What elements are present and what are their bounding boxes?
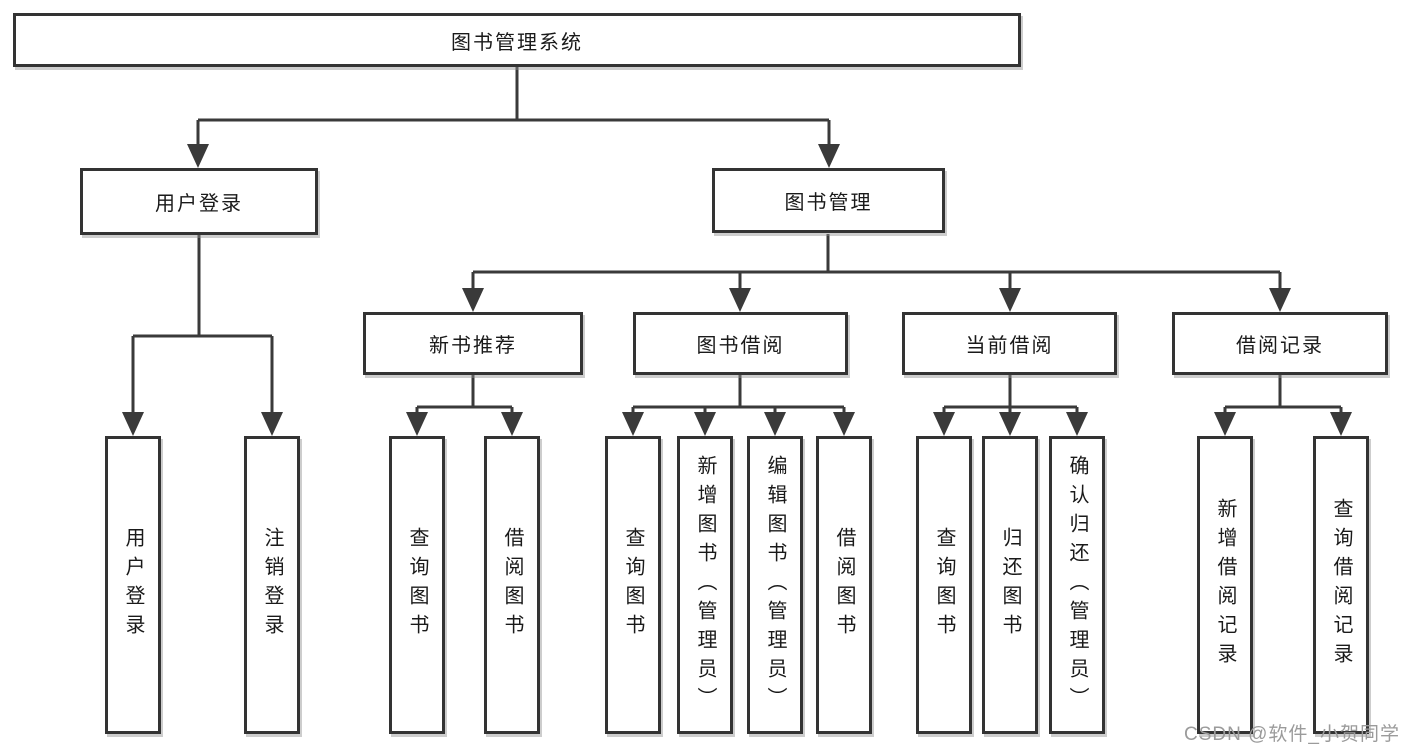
node-library-management-system: 图书管理系统 xyxy=(13,13,1021,67)
node-book-management-module: 图书管理 xyxy=(712,168,945,233)
node-login-logout: 注销登录 xyxy=(244,436,300,734)
node-label: 查询图书 xyxy=(622,527,644,643)
node-current-return-books: 归还图书 xyxy=(982,436,1038,734)
node-label: 图书管理系统 xyxy=(451,31,583,54)
node-label: 借阅记录 xyxy=(1236,335,1324,357)
node-current-borrowing: 当前借阅 xyxy=(902,312,1117,375)
node-label: 新书推荐 xyxy=(429,335,517,357)
node-user-login-module: 用户登录 xyxy=(80,168,318,235)
node-label: 查询图书 xyxy=(933,527,955,643)
node-label: 当前借阅 xyxy=(965,335,1054,357)
node-recommend-borrow-books: 借阅图书 xyxy=(484,436,540,734)
node-borrowing-edit-books-admin: 编辑图书（管理员） xyxy=(747,436,803,734)
node-label: 确认归还（管理员） xyxy=(1066,454,1088,716)
node-borrowing-borrow-books: 借阅图书 xyxy=(816,436,872,734)
node-label: 编辑图书（管理员） xyxy=(764,454,786,716)
node-records-query-record: 查询借阅记录 xyxy=(1313,436,1369,734)
node-new-book-recommend: 新书推荐 xyxy=(363,312,583,375)
node-label: 查询图书 xyxy=(406,527,428,643)
csdn-watermark: CSDN @软件_小贺同学 xyxy=(1184,724,1400,745)
node-label: 借阅图书 xyxy=(833,527,855,643)
node-book-borrowing: 图书借阅 xyxy=(633,312,848,375)
node-recommend-query-books: 查询图书 xyxy=(389,436,445,734)
node-label: 归还图书 xyxy=(999,527,1021,643)
node-borrowing-query-books: 查询图书 xyxy=(605,436,661,734)
node-current-query-books: 查询图书 xyxy=(916,436,972,734)
node-login-user-login: 用户登录 xyxy=(105,436,161,734)
node-label: 新增借阅记录 xyxy=(1214,498,1236,672)
node-label: 用户登录 xyxy=(155,193,243,215)
node-label: 借阅图书 xyxy=(501,527,523,643)
node-records-add-record: 新增借阅记录 xyxy=(1197,436,1253,734)
node-label: 图书管理 xyxy=(784,192,873,214)
node-label: 查询借阅记录 xyxy=(1330,498,1352,672)
node-label: 用户登录 xyxy=(122,527,144,643)
node-label: 注销登录 xyxy=(261,527,283,643)
node-label: 图书借阅 xyxy=(696,335,785,357)
node-label: 新增图书（管理员） xyxy=(694,454,716,716)
node-borrowing-records: 借阅记录 xyxy=(1172,312,1388,375)
node-current-confirm-return-admin: 确认归还（管理员） xyxy=(1049,436,1105,734)
node-borrowing-add-books-admin: 新增图书（管理员） xyxy=(677,436,733,734)
